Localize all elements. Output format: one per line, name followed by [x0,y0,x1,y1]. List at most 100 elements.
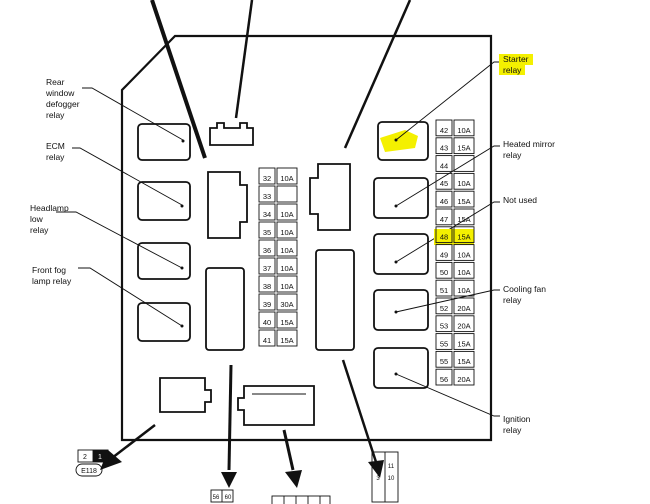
fuse-amperage: 15A [457,197,470,206]
connector-c3-d: 10 [388,476,395,482]
fuse-amp-cell [276,293,298,311]
fuse-amperage: 10A [457,179,470,188]
fuse-number: 55 [440,357,448,366]
fuse-amp-cell [276,221,298,239]
connector-left-middle [207,171,248,239]
label-not-used: Not used [503,195,538,205]
fuse-amp-cell [276,203,298,221]
connector-c3-a: 4 [376,464,380,470]
fuse-number-cell [258,185,276,203]
fuse-row: 45 10A [435,172,475,190]
relay-not-used [373,233,429,275]
fuse-amperage: 10A [457,286,470,295]
fuse-number: 45 [440,179,448,188]
fuse-amp-cell [453,190,475,208]
fuse-amperage: 10A [457,126,470,135]
fuse-amp-cell [453,226,475,244]
callouts-right [395,61,500,417]
fuse-number: 40 [263,318,271,327]
fuse-number: 34 [263,210,271,219]
fuse-amperage: 15A [280,318,293,327]
connector-bottom-left [159,377,212,413]
fuse-number: 50 [440,268,448,277]
callout-dots-right [394,138,398,376]
fuse-number-cell [258,239,276,257]
fuse-amperage: 15A [457,339,470,348]
fuse-amp-cell [276,167,298,185]
harness-out-right [341,359,378,463]
fuse-number: 52 [440,304,448,313]
harness-out-middle-right [282,429,295,471]
fuse-number: 49 [440,250,448,259]
fuse-number-cell [258,203,276,221]
connector-label-c4-group [271,495,331,504]
label-ecm-relay: ECM relay [46,141,65,162]
callout-dots-left [180,139,185,328]
fuse-amp-cell [453,368,475,386]
connector-c2-a: 56 [213,495,220,501]
fuse-amp-cell [453,333,475,350]
fuse-row: 42 10A [435,119,475,137]
fuse-amp-cell [276,275,298,293]
fuse-number: 42 [440,126,448,135]
fuse-amp-cell [453,315,475,333]
fuse-amp-cell [276,239,298,257]
connector-top [209,122,254,146]
fuse-amp-cell [453,279,475,297]
relay-ecm [137,181,191,221]
fuse-amp-cell [453,172,475,190]
fuse-amp-cell [453,297,475,315]
fuse-number: 32 [263,174,271,183]
starter-relay-highlight [380,130,418,152]
fuse-amp-cell [453,350,475,368]
fuse-number: 47 [440,215,448,224]
fuse-amperage: 15A [457,233,470,242]
harness-line-left [150,0,207,159]
large-fuse-right [315,249,355,351]
connector-c3-c: 11 [388,464,395,470]
label-starter-relay: Starter relay [503,54,529,75]
fuse-number-cell [435,315,453,333]
connector-bottom-middle [237,385,315,426]
relay-ignition [373,347,429,389]
fuse-number-cell [258,167,276,185]
fuse-amp-cell [453,244,475,261]
fuse-number-cell [435,279,453,297]
fuse-row: 40 15A [258,311,298,329]
harness-out-middle-left [227,364,233,471]
large-fuse-left [205,267,245,351]
fuse-number: 55 [440,339,448,348]
arrow-left [100,450,122,470]
connector-c2-b: 60 [225,495,232,501]
harness-line-right [343,0,412,149]
fuse-row: 33 [258,185,298,203]
harness-out-left [111,424,156,459]
fuse-number: 37 [263,264,271,273]
fuse-number-cell [435,208,453,226]
fuse-row: 44 [435,155,475,172]
fuse-number: 41 [263,336,271,345]
fuse-amp-cell [453,208,475,226]
fuse-amp-cell [453,137,475,155]
fuse-amp-cell [276,185,298,203]
fuse-number-cell [435,172,453,190]
relay-cooling-fan [373,289,429,331]
fuse-amp-cell [453,119,475,137]
arrow-middle-right [285,470,302,488]
fuse-number: 56 [440,375,448,384]
starter-label-highlight-2 [499,65,525,75]
relay-starter [377,121,429,161]
